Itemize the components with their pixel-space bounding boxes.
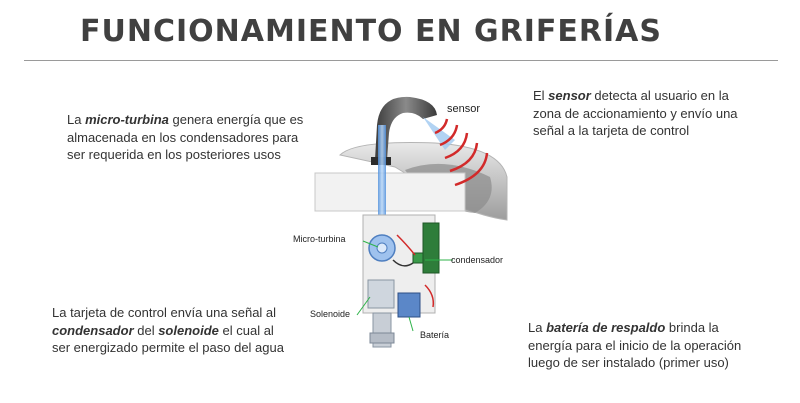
faucet-diagram (314, 96, 508, 348)
control-text-post: el cual al ser energizado permite el pas… (52, 322, 284, 356)
micro-turbine-label: Micro-turbina (293, 234, 346, 244)
turbine-description: La micro-turbina genera energía que es a… (67, 111, 317, 164)
countertop (314, 172, 466, 212)
battery-text-pre: La (528, 320, 547, 335)
faucet-spout (375, 96, 437, 160)
solenoid-icon (367, 279, 395, 309)
capacitor-term: condensador (52, 322, 134, 338)
battery-description: La batería de respaldo brinda la energía… (528, 319, 753, 372)
sensor-term: sensor (548, 88, 591, 103)
capacitor-icon (412, 252, 424, 264)
title-divider (24, 60, 778, 61)
turbine-term: micro-turbina (85, 112, 169, 127)
sensor-waves-icon (434, 118, 489, 187)
solenoid-label: Solenoide (310, 309, 351, 319)
sensor-text-post: detecta al usuario en la zona de acciona… (533, 88, 738, 138)
battery-text-post: brinda la energía para el inicio de la o… (528, 320, 742, 370)
control-description: La tarjeta de control envía una señal al… (52, 304, 287, 357)
capacitor-label: condensador (451, 255, 504, 265)
battery-label: Batería (420, 330, 450, 340)
control-text-pre: La tarjeta de control envía una señal al (52, 305, 277, 320)
leader-lines (356, 240, 453, 332)
battery-term: batería de respaldo (546, 320, 666, 335)
sensor-description: El sensor detecta al usuario en la zona … (533, 87, 748, 140)
solenoid-term: solenoide (158, 322, 219, 338)
page-title: FUNCIONAMIENTO EN GRIFERÍAS (80, 14, 662, 49)
turbine-text-post: genera energía que es almacenada en los … (67, 112, 304, 162)
turbine-text-pre: La (67, 112, 86, 127)
circuit-board (422, 222, 440, 274)
sensor-label: sensor (447, 103, 481, 115)
wiring (392, 234, 435, 308)
battery-icon (397, 292, 421, 318)
control-text-mid: del (133, 322, 159, 338)
sensor-text-pre: El (533, 88, 549, 103)
